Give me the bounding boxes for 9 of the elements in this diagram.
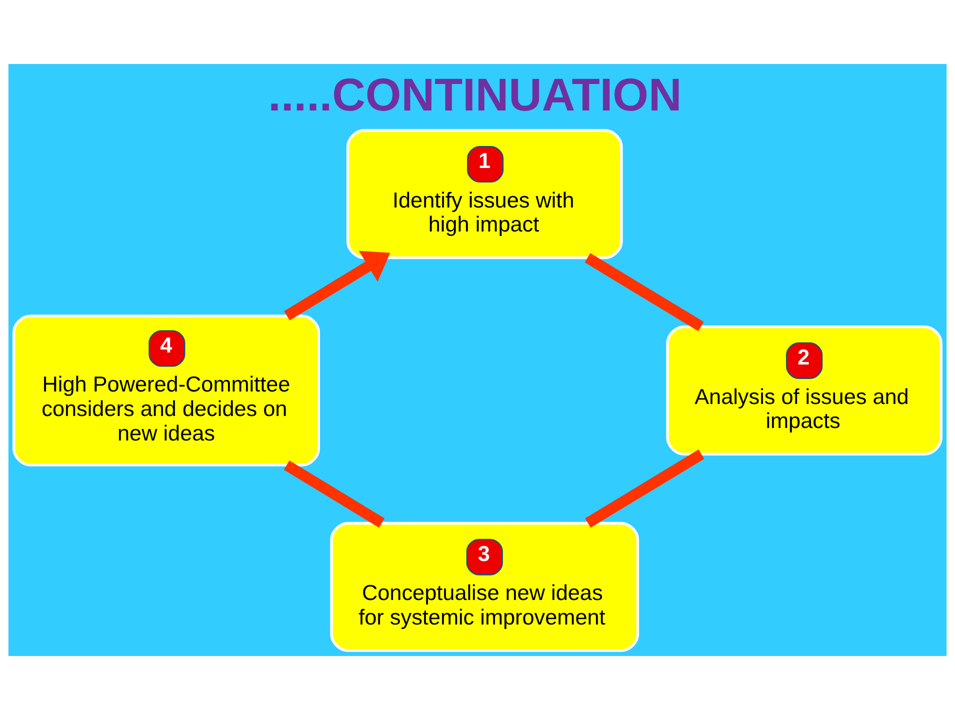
node-box: 1 Identify issues with high impact [346, 129, 623, 260]
node-box: 2 Analysis of issues and impacts [666, 325, 942, 456]
diagram-title: .....CONTINUATION [268, 68, 682, 120]
connector [284, 460, 385, 528]
connector [584, 253, 704, 332]
node-box: 4 High Powered-Committee considers and decides on new ideas [12, 314, 320, 466]
connector [585, 450, 704, 528]
node-box: 3 Conceptualise new ideas for systemic improvement [330, 522, 640, 652]
arrow [284, 250, 390, 320]
